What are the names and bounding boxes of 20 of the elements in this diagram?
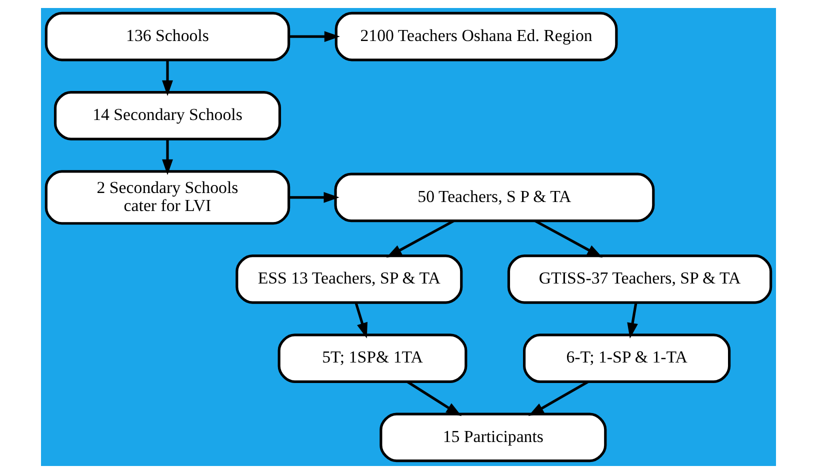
node-box: 6-T; 1-SP & 1-TA [522, 334, 730, 383]
arrow [354, 302, 367, 338]
arrow [162, 139, 172, 176]
node-box: 50 Teachers, S P & TA [334, 172, 654, 222]
arrow [288, 192, 339, 203]
node-box: 2 Secondary Schools cater for LVI [44, 170, 290, 225]
node-box: GTISS-37 Teachers, SP & TA [506, 254, 772, 304]
arrow [528, 380, 588, 416]
node-box: 2100 Teachers Oshana Ed. Region [334, 12, 618, 62]
arrow [288, 31, 340, 42]
arrow [162, 60, 172, 96]
node-box: 15 Participants [379, 412, 606, 462]
arrow [386, 220, 454, 258]
node-box: ESS 13 Teachers, SP & TA [235, 254, 462, 304]
node-box: 5T; 1SP& 1TA [277, 334, 467, 383]
arrow [406, 380, 462, 416]
node-box: 136 Schools [44, 12, 290, 62]
arrow [534, 220, 602, 258]
arrow [626, 302, 638, 339]
node-box: 14 Secondary Schools [53, 91, 281, 140]
